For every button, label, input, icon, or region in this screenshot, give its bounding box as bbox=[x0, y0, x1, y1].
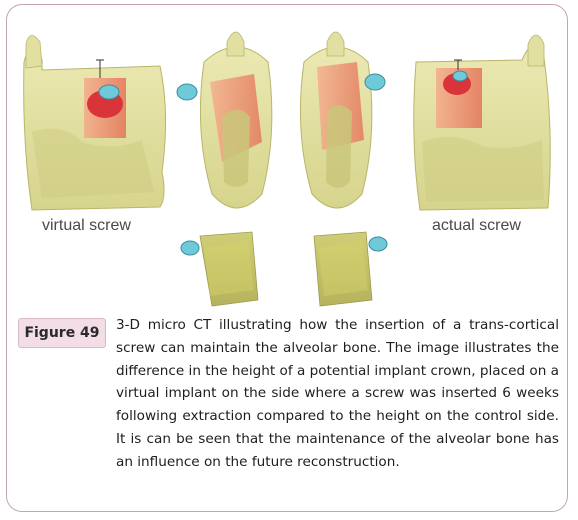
right-implant-crown bbox=[436, 59, 482, 128]
micro-ct-figure-image: virtual screw actual screw bbox=[23, 31, 551, 307]
cross-section-right bbox=[313, 231, 388, 307]
figure-caption: 3-D micro CT illustrating how the insert… bbox=[116, 317, 560, 470]
occlusal-view-right bbox=[299, 31, 386, 209]
cross-section-left bbox=[180, 231, 259, 307]
left-implant-crown bbox=[84, 59, 126, 138]
figure-label: Figure 49 bbox=[18, 318, 106, 348]
label-virtual-screw: virtual screw bbox=[42, 217, 131, 234]
label-actual-screw: actual screw bbox=[432, 217, 521, 234]
occlusal-view-left bbox=[176, 31, 273, 209]
